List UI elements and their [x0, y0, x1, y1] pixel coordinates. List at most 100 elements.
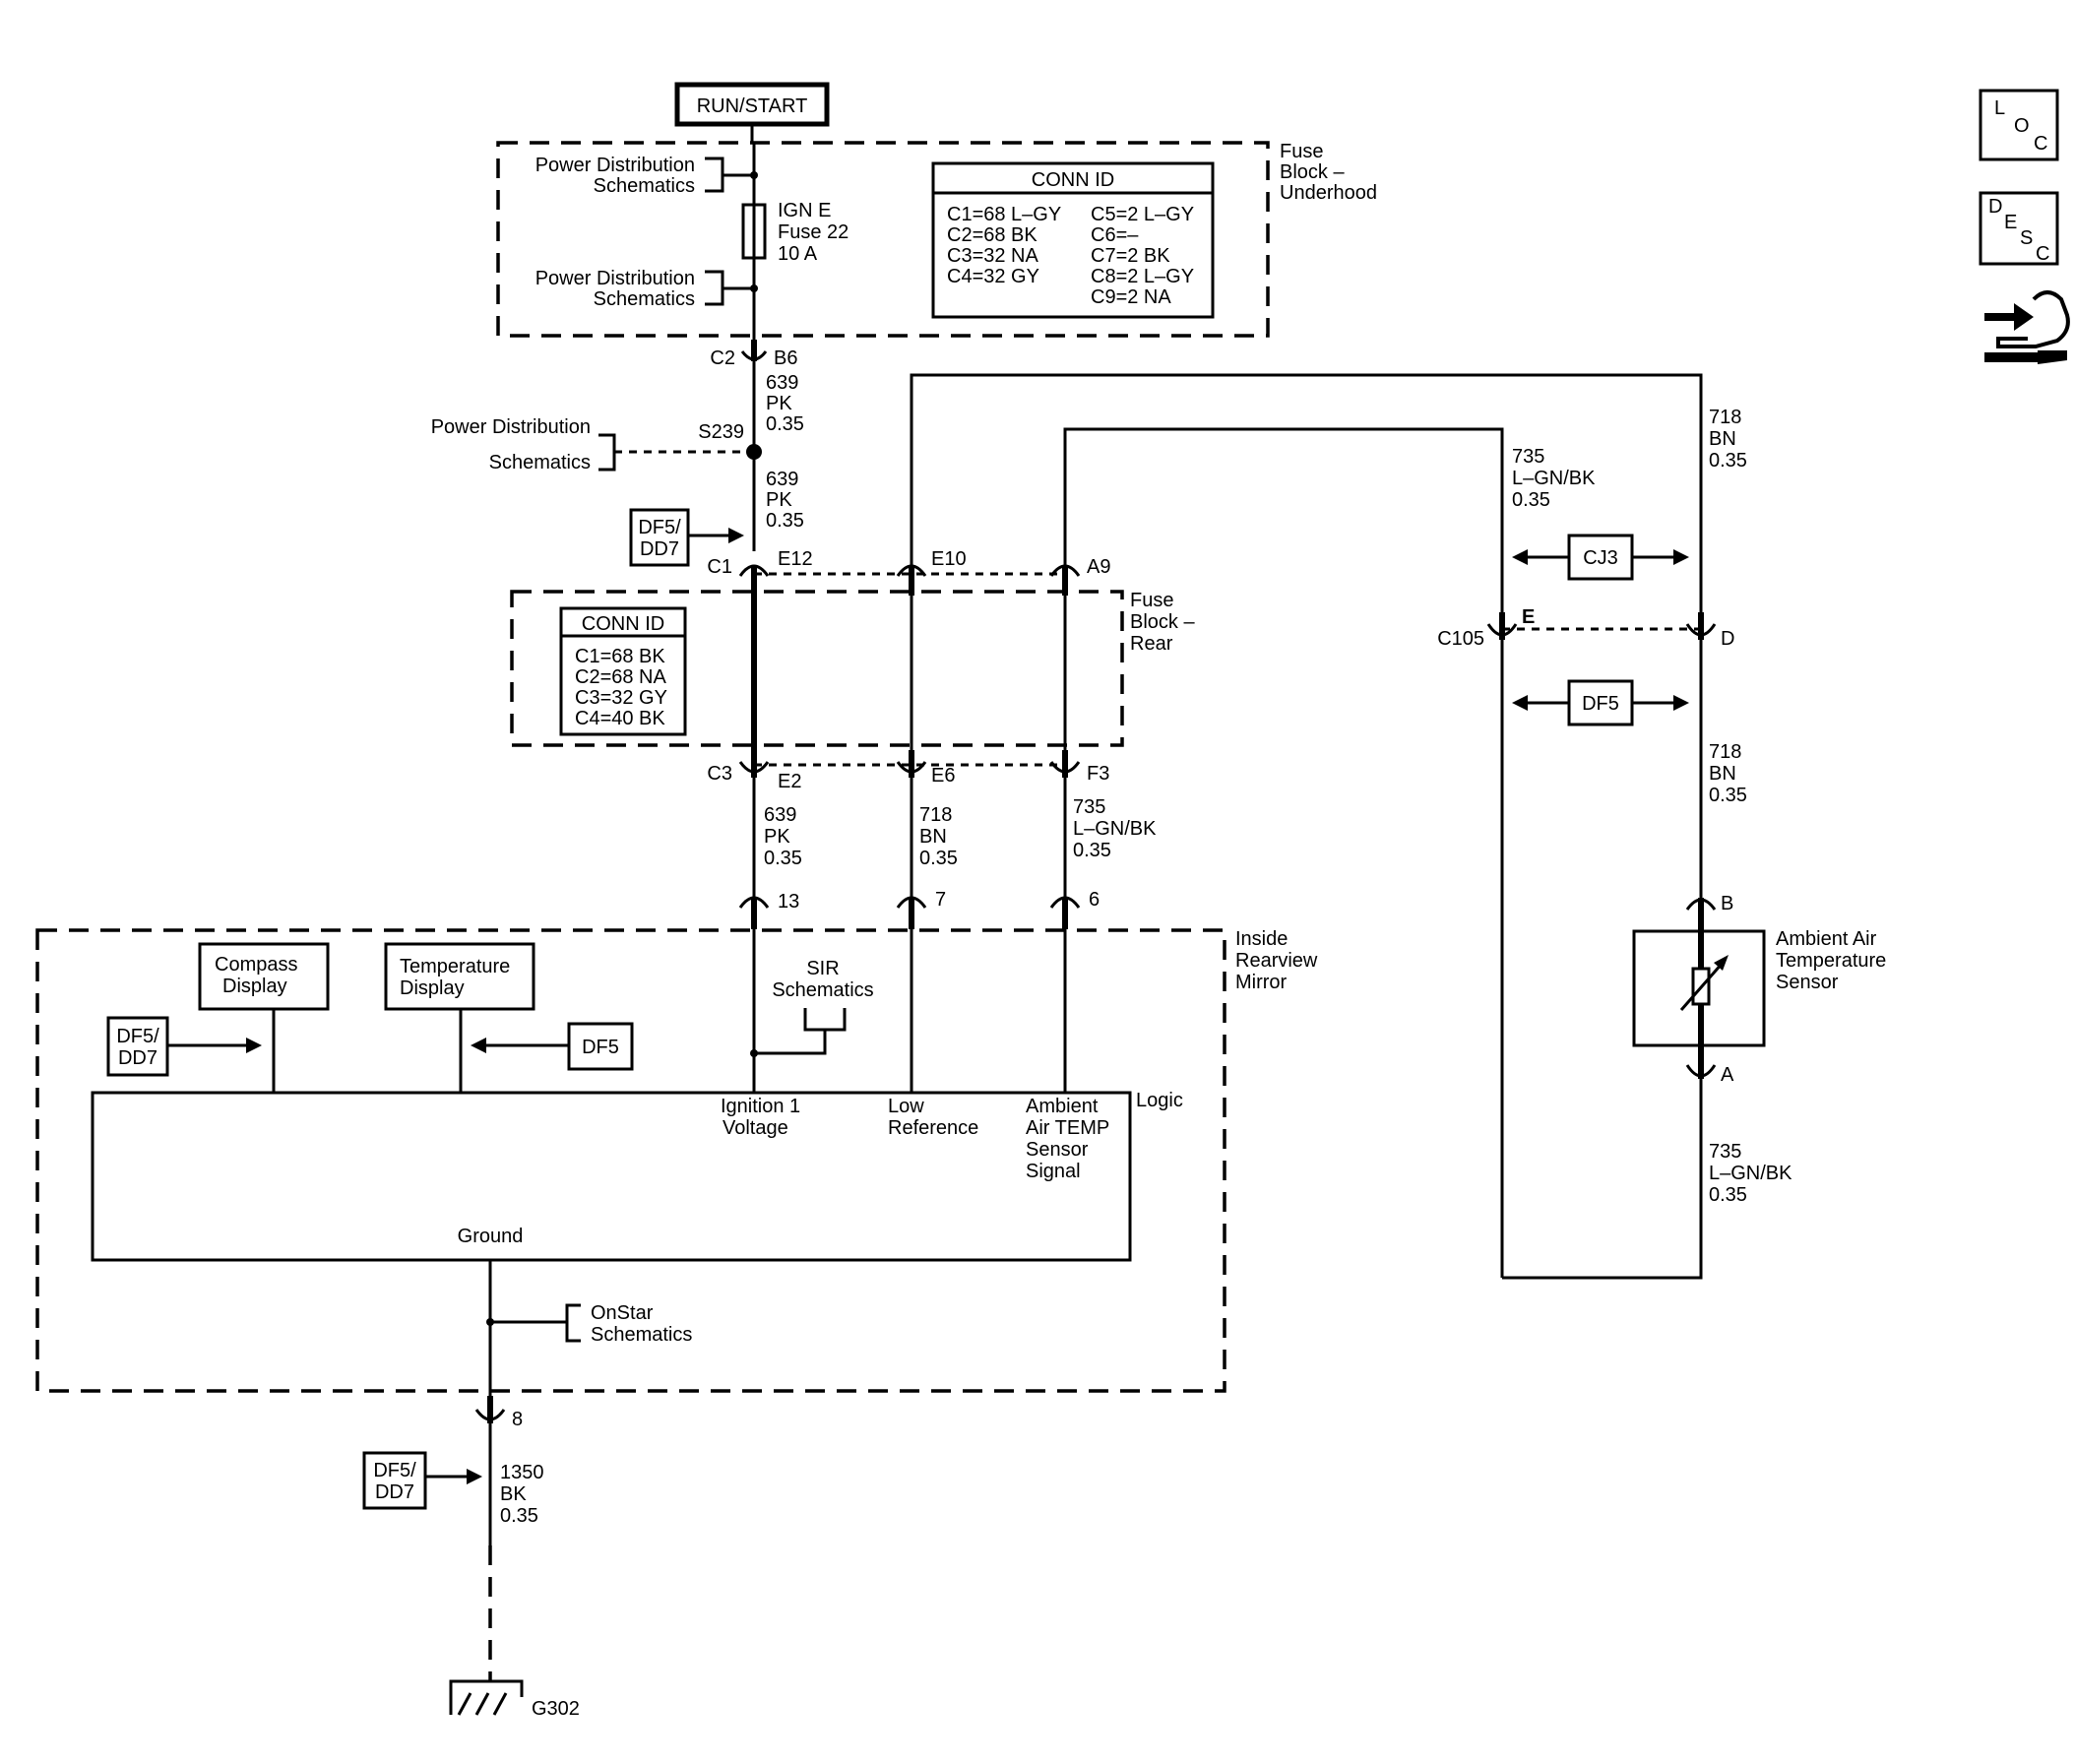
svg-text:DF5/: DF5/	[638, 517, 681, 538]
svg-text:Power Distribution: Power Distribution	[535, 268, 695, 289]
svg-text:C4=32 GY: C4=32 GY	[947, 266, 1039, 287]
svg-text:718: 718	[1709, 407, 1741, 428]
wire-639-lower-label: 639 PK 0.35	[766, 469, 804, 532]
svg-text:BN: BN	[1709, 428, 1736, 450]
run-start-label: RUN/START	[697, 95, 808, 117]
svg-text:CONN ID: CONN ID	[582, 613, 664, 635]
sir-schematics-ref: SIR Schematics	[750, 958, 874, 1057]
svg-text:C1: C1	[707, 556, 732, 578]
wire-735-right-bottom-label: 735 L–GN/BK 0.35	[1709, 1141, 1792, 1206]
mirror-pin-7: 7	[896, 889, 946, 929]
svg-text:Compass: Compass	[215, 954, 297, 976]
svg-text:C9=2 NA: C9=2 NA	[1091, 286, 1171, 308]
fuse-block-underhood-outline	[496, 141, 1270, 338]
connector-c1-e10: E10	[896, 548, 967, 596]
svg-text:PK: PK	[766, 393, 792, 414]
svg-text:C1=68 BK: C1=68 BK	[575, 646, 665, 667]
svg-text:Schematics: Schematics	[489, 452, 591, 473]
svg-text:Display: Display	[400, 977, 465, 999]
df5-dd7-ref-mirror: DF5/ DD7	[106, 1016, 262, 1077]
svg-text:E: E	[1522, 606, 1535, 628]
svg-text:Power Distribution: Power Distribution	[535, 155, 695, 176]
svg-text:Power Distribution: Power Distribution	[431, 416, 591, 438]
power-distribution-bottom-ref: Power Distribution Schematics	[535, 268, 758, 310]
svg-text:E: E	[2004, 212, 2017, 233]
svg-text:BN: BN	[919, 826, 947, 848]
svg-text:PK: PK	[764, 826, 790, 848]
svg-text:C2: C2	[710, 347, 735, 369]
svg-text:DF5: DF5	[1582, 693, 1619, 715]
wire-735-right-top-label: 735 L–GN/BK 0.35	[1512, 446, 1596, 511]
svg-text:DF5: DF5	[582, 1037, 619, 1058]
wire-639-upper-label: 639 PK 0.35	[766, 372, 804, 435]
svg-text:E12: E12	[778, 548, 813, 570]
svg-text:Temperature: Temperature	[1776, 950, 1886, 972]
svg-text:7: 7	[935, 889, 946, 911]
df5-dd7-ref-ground: DF5/ DD7	[362, 1451, 482, 1510]
connector-hand-icon[interactable]	[1984, 290, 2070, 364]
svg-text:Mirror: Mirror	[1235, 972, 1288, 993]
svg-text:S: S	[2020, 227, 2033, 249]
svg-text:0.35: 0.35	[919, 848, 958, 869]
svg-text:C7=2 BK: C7=2 BK	[1091, 245, 1170, 267]
svg-text:Inside: Inside	[1235, 928, 1288, 950]
ign-e-fuse: IGN E Fuse 22 10 A	[741, 200, 849, 265]
svg-text:BK: BK	[500, 1483, 527, 1505]
ambient-air-temperature-sensor: Ambient Air Temperature Sensor	[1632, 928, 1886, 1047]
svg-text:O: O	[2014, 115, 2030, 137]
svg-text:0.35: 0.35	[764, 848, 802, 869]
svg-text:C3=32 GY: C3=32 GY	[575, 687, 667, 709]
svg-text:0.35: 0.35	[500, 1505, 538, 1527]
svg-text:PK: PK	[766, 489, 792, 511]
svg-text:Rear: Rear	[1130, 633, 1173, 655]
svg-text:Block –: Block –	[1130, 611, 1195, 633]
svg-text:718: 718	[919, 804, 952, 826]
svg-text:Schematics: Schematics	[772, 979, 873, 1001]
svg-text:E10: E10	[931, 548, 967, 570]
svg-text:C2=68 BK: C2=68 BK	[947, 224, 1038, 246]
connector-c2-b6: C2 B6	[710, 340, 797, 369]
svg-text:0.35: 0.35	[766, 413, 804, 435]
conn-id-rear: CONN ID C1=68 BK C2=68 NA C3=32 GY C4=40…	[559, 606, 687, 736]
fuse-block-rear-title: Fuse Block – Rear	[1130, 590, 1195, 655]
svg-text:DD7: DD7	[640, 538, 679, 560]
sensor-pin-a: A	[1685, 1045, 1734, 1086]
svg-text:735: 735	[1512, 446, 1544, 468]
svg-text:Fuse 22: Fuse 22	[778, 221, 849, 243]
connector-c1-e12: C1 E12	[707, 548, 813, 596]
svg-text:6: 6	[1089, 889, 1100, 911]
svg-text:C5=2 L–GY: C5=2 L–GY	[1091, 204, 1194, 225]
wire-718-right-top-label: 718 BN 0.35	[1709, 407, 1747, 472]
loc-icon[interactable]: L O C	[1979, 89, 2059, 161]
svg-text:C4=40 BK: C4=40 BK	[575, 708, 665, 729]
svg-text:L–GN/BK: L–GN/BK	[1709, 1163, 1792, 1184]
svg-text:F3: F3	[1087, 763, 1109, 785]
svg-text:Fuse: Fuse	[1280, 141, 1323, 162]
svg-text:A: A	[1721, 1064, 1734, 1086]
svg-text:Schematics: Schematics	[591, 1324, 692, 1346]
run-start-box: RUN/START	[674, 82, 830, 127]
connector-c3-e2: C3 E2	[707, 750, 801, 792]
desc-icon[interactable]: D E S C	[1979, 191, 2059, 266]
mirror-logic-module: Logic Ignition 1 Voltage Low Reference A…	[91, 1090, 1183, 1262]
svg-text:639: 639	[766, 372, 798, 394]
svg-text:639: 639	[764, 804, 796, 826]
svg-text:0.35: 0.35	[1709, 785, 1747, 806]
svg-text:A9: A9	[1087, 556, 1110, 578]
svg-text:SIR: SIR	[806, 958, 839, 979]
svg-text:735: 735	[1073, 796, 1105, 818]
compass-display: Compass Display	[198, 942, 330, 1011]
wire-735-mid-label: 735 L–GN/BK 0.35	[1073, 796, 1157, 861]
svg-text:C8=2 L–GY: C8=2 L–GY	[1091, 266, 1194, 287]
svg-text:0.35: 0.35	[766, 510, 804, 532]
svg-text:G302: G302	[532, 1698, 580, 1720]
ignition-1-voltage-label: Ignition 1	[721, 1096, 800, 1117]
svg-text:E6: E6	[931, 765, 955, 787]
svg-text:0.35: 0.35	[1709, 450, 1747, 472]
svg-text:L: L	[1994, 97, 2005, 119]
svg-text:IGN E: IGN E	[778, 200, 831, 221]
wire-718-right-bottom-label: 718 BN 0.35	[1709, 741, 1747, 806]
svg-text:Block –: Block –	[1280, 161, 1345, 183]
svg-text:CJ3: CJ3	[1583, 547, 1618, 569]
svg-text:Rearview: Rearview	[1235, 950, 1318, 972]
